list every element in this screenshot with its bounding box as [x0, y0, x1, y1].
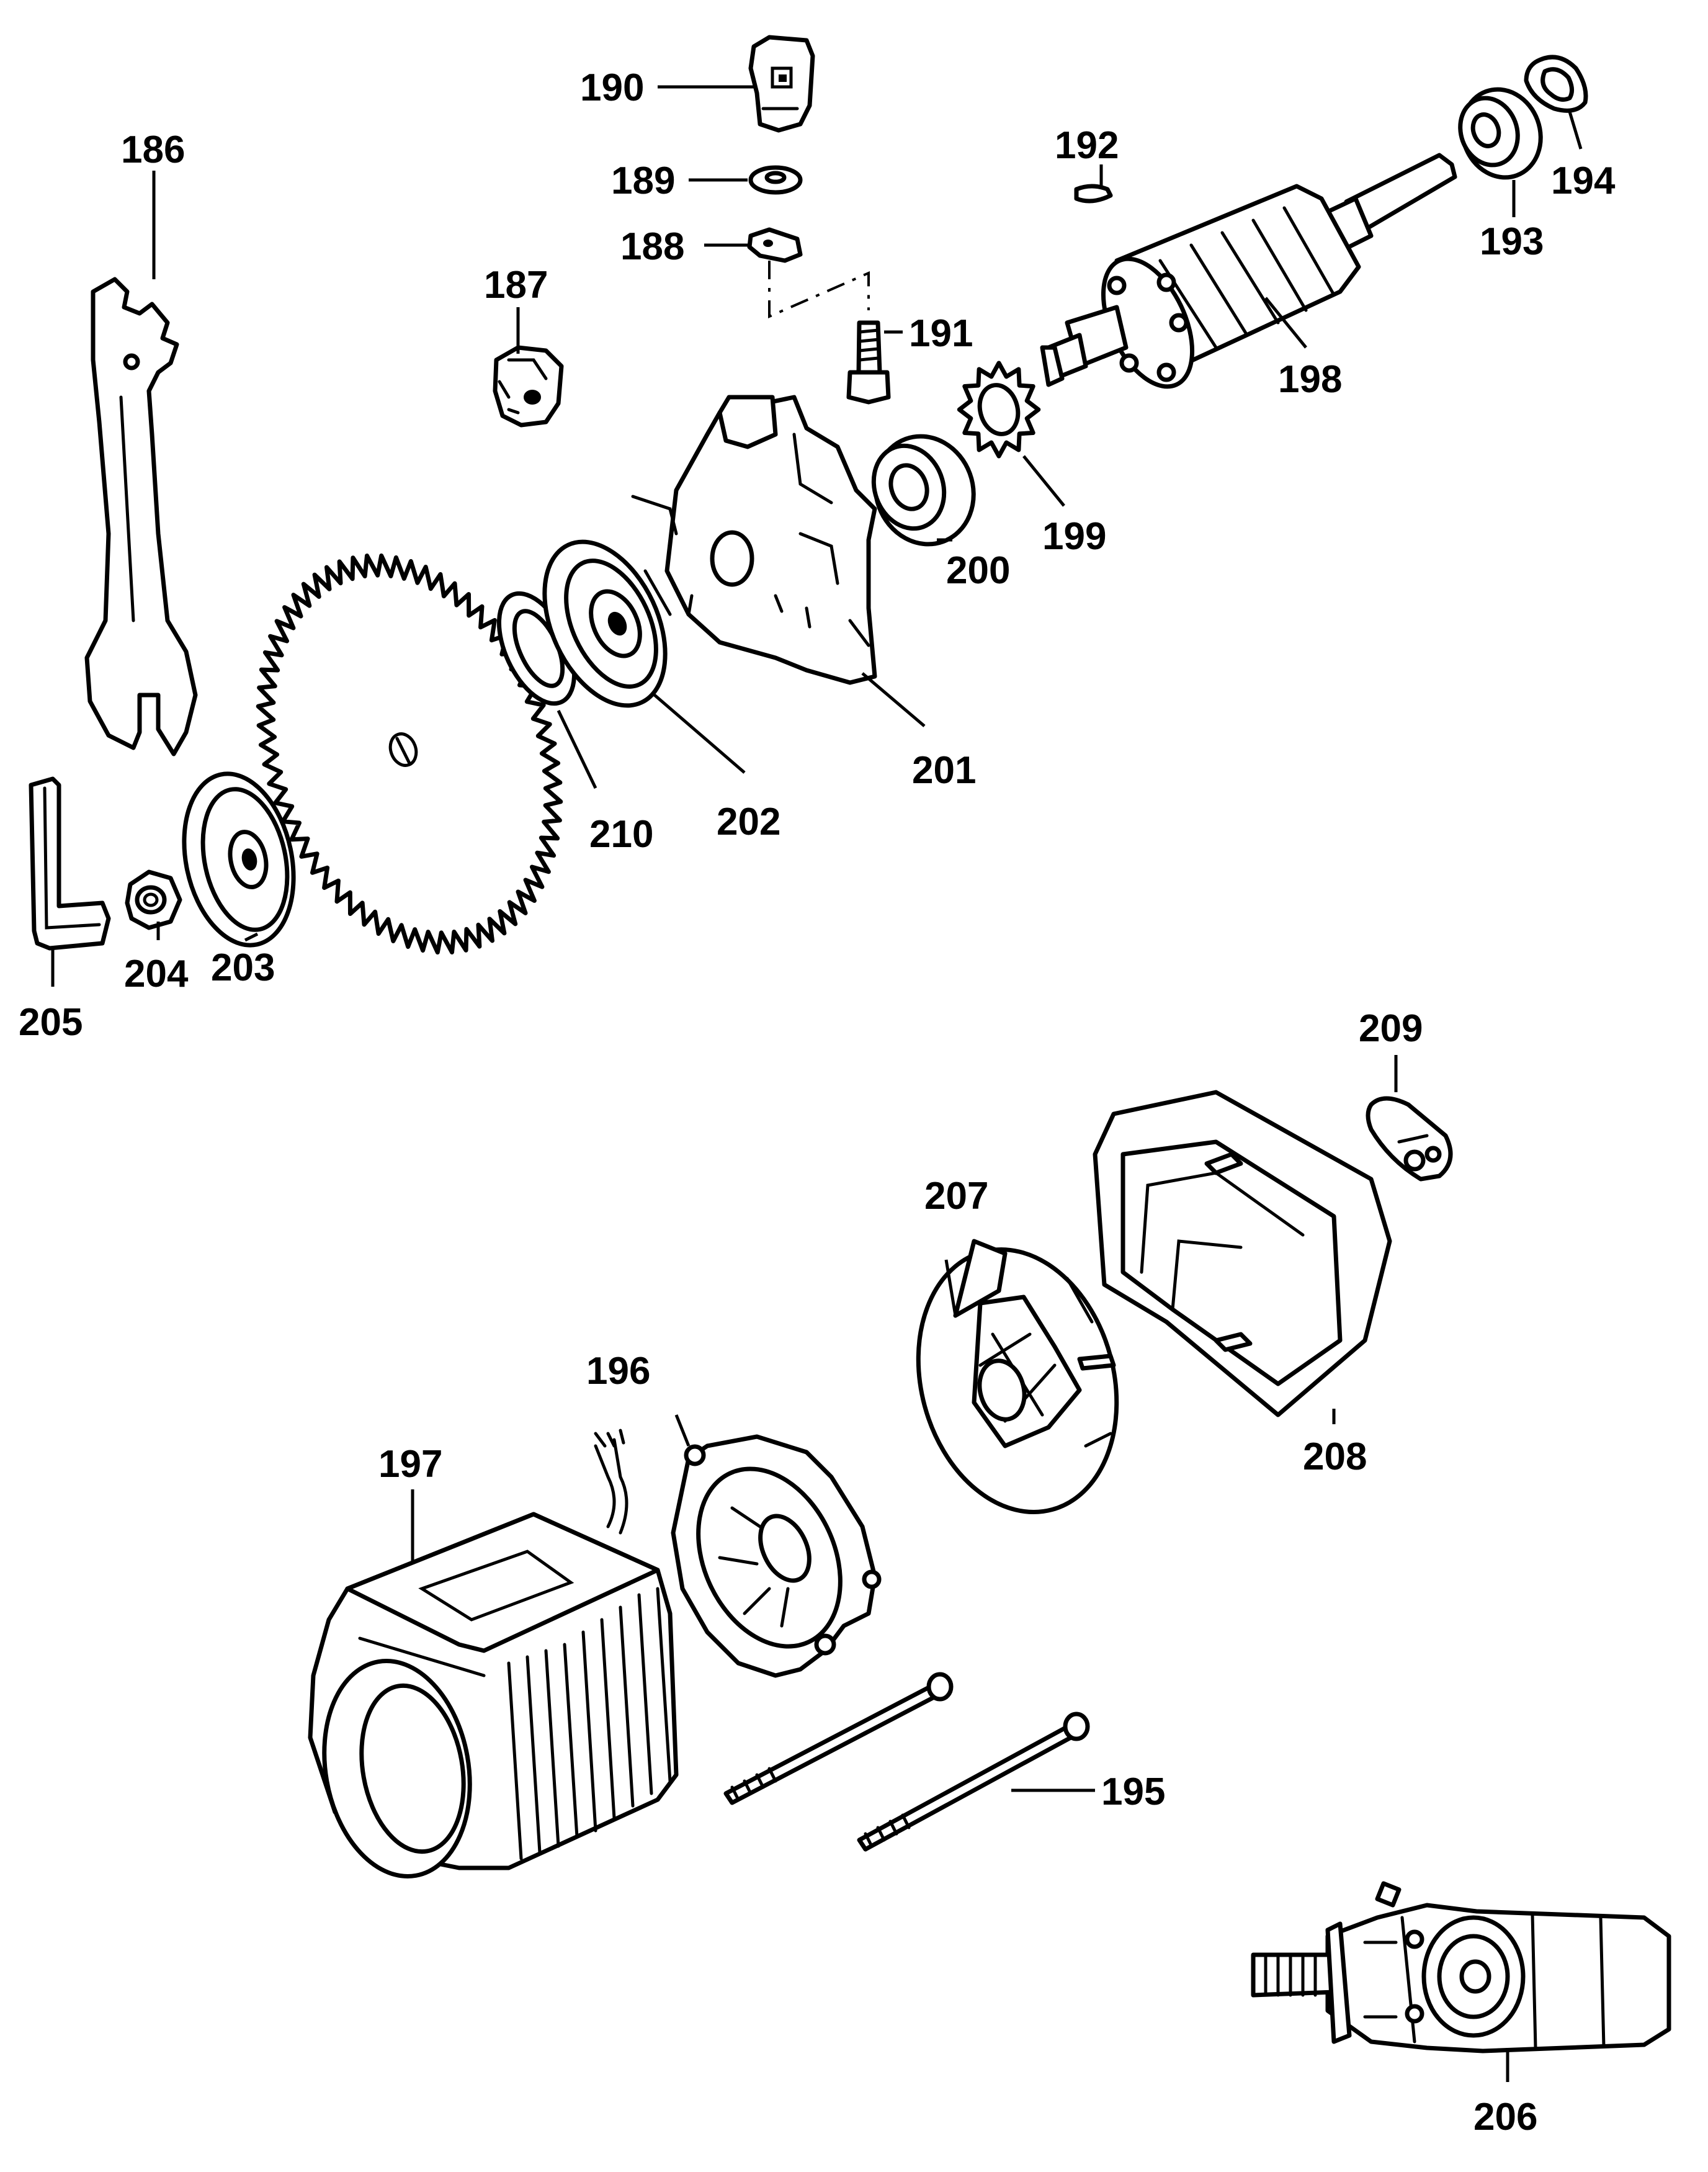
callout-196: 196: [586, 1350, 650, 1393]
callout-199: 199: [1042, 515, 1106, 558]
callout-206: 206: [1473, 2096, 1537, 2138]
part-202-inner-flange: [542, 539, 672, 708]
callout-192: 192: [1055, 124, 1119, 167]
part-198-armature: [1040, 153, 1457, 389]
callout-190: 190: [580, 66, 644, 109]
callout-188: 188: [620, 225, 684, 268]
callout-193: 193: [1480, 220, 1544, 263]
callout-209: 209: [1359, 1007, 1423, 1050]
callout-202: 202: [717, 801, 780, 843]
part-197-stator-housing: [308, 1429, 679, 1878]
part-199-toothed-washer: [957, 361, 1041, 459]
callout-205: 205: [19, 1001, 83, 1044]
part-saw-blade: [256, 553, 563, 955]
part-209-terminal: [1366, 1096, 1453, 1182]
callout-labels: 186 187 188 189 190 191 192 193 194 195 …: [19, 66, 1616, 2138]
part-204-nut: [125, 869, 182, 930]
callout-195: 195: [1101, 1770, 1165, 1813]
callout-204: 204: [124, 953, 189, 995]
part-196-end-bell: [671, 1434, 882, 1678]
callout-194: 194: [1551, 159, 1616, 202]
callout-207: 207: [924, 1175, 988, 1218]
part-193-bearing: [1458, 87, 1543, 180]
callout-187: 187: [484, 264, 548, 307]
part-190-brush-holder: [748, 35, 815, 133]
part-208-fan-housing: [1093, 1090, 1392, 1417]
part-186-wrench: [84, 277, 198, 756]
callout-198: 198: [1278, 358, 1342, 401]
part-194-retaining-ring: [1524, 55, 1588, 113]
callout-191: 191: [909, 312, 973, 355]
part-203-outer-flange: [182, 771, 296, 948]
part-207-fan: [916, 1239, 1119, 1515]
part-188-clip: [747, 227, 803, 263]
part-205-hex-key: [29, 776, 111, 951]
callout-201: 201: [912, 749, 976, 792]
callout-203: 203: [211, 946, 275, 989]
callout-210: 210: [589, 813, 653, 856]
assembly-line-188-191: [768, 261, 870, 319]
callout-197: 197: [378, 1443, 442, 1486]
leader-lines: [51, 85, 1583, 2082]
callout-200: 200: [946, 549, 1010, 592]
callout-208: 208: [1303, 1435, 1367, 1478]
part-195-through-bolts: [723, 1672, 1090, 1852]
part-189-small-washer: [748, 165, 803, 195]
part-201-gear-housing: [631, 395, 877, 685]
callout-186: 186: [121, 128, 185, 171]
part-192-key: [1074, 184, 1113, 204]
callout-189: 189: [611, 159, 675, 202]
part-200-bearing: [871, 434, 976, 547]
part-187-brush-cap: [493, 345, 564, 428]
part-191-screw: [846, 320, 891, 405]
part-206-gear-head-assembly: [1251, 1881, 1671, 2053]
